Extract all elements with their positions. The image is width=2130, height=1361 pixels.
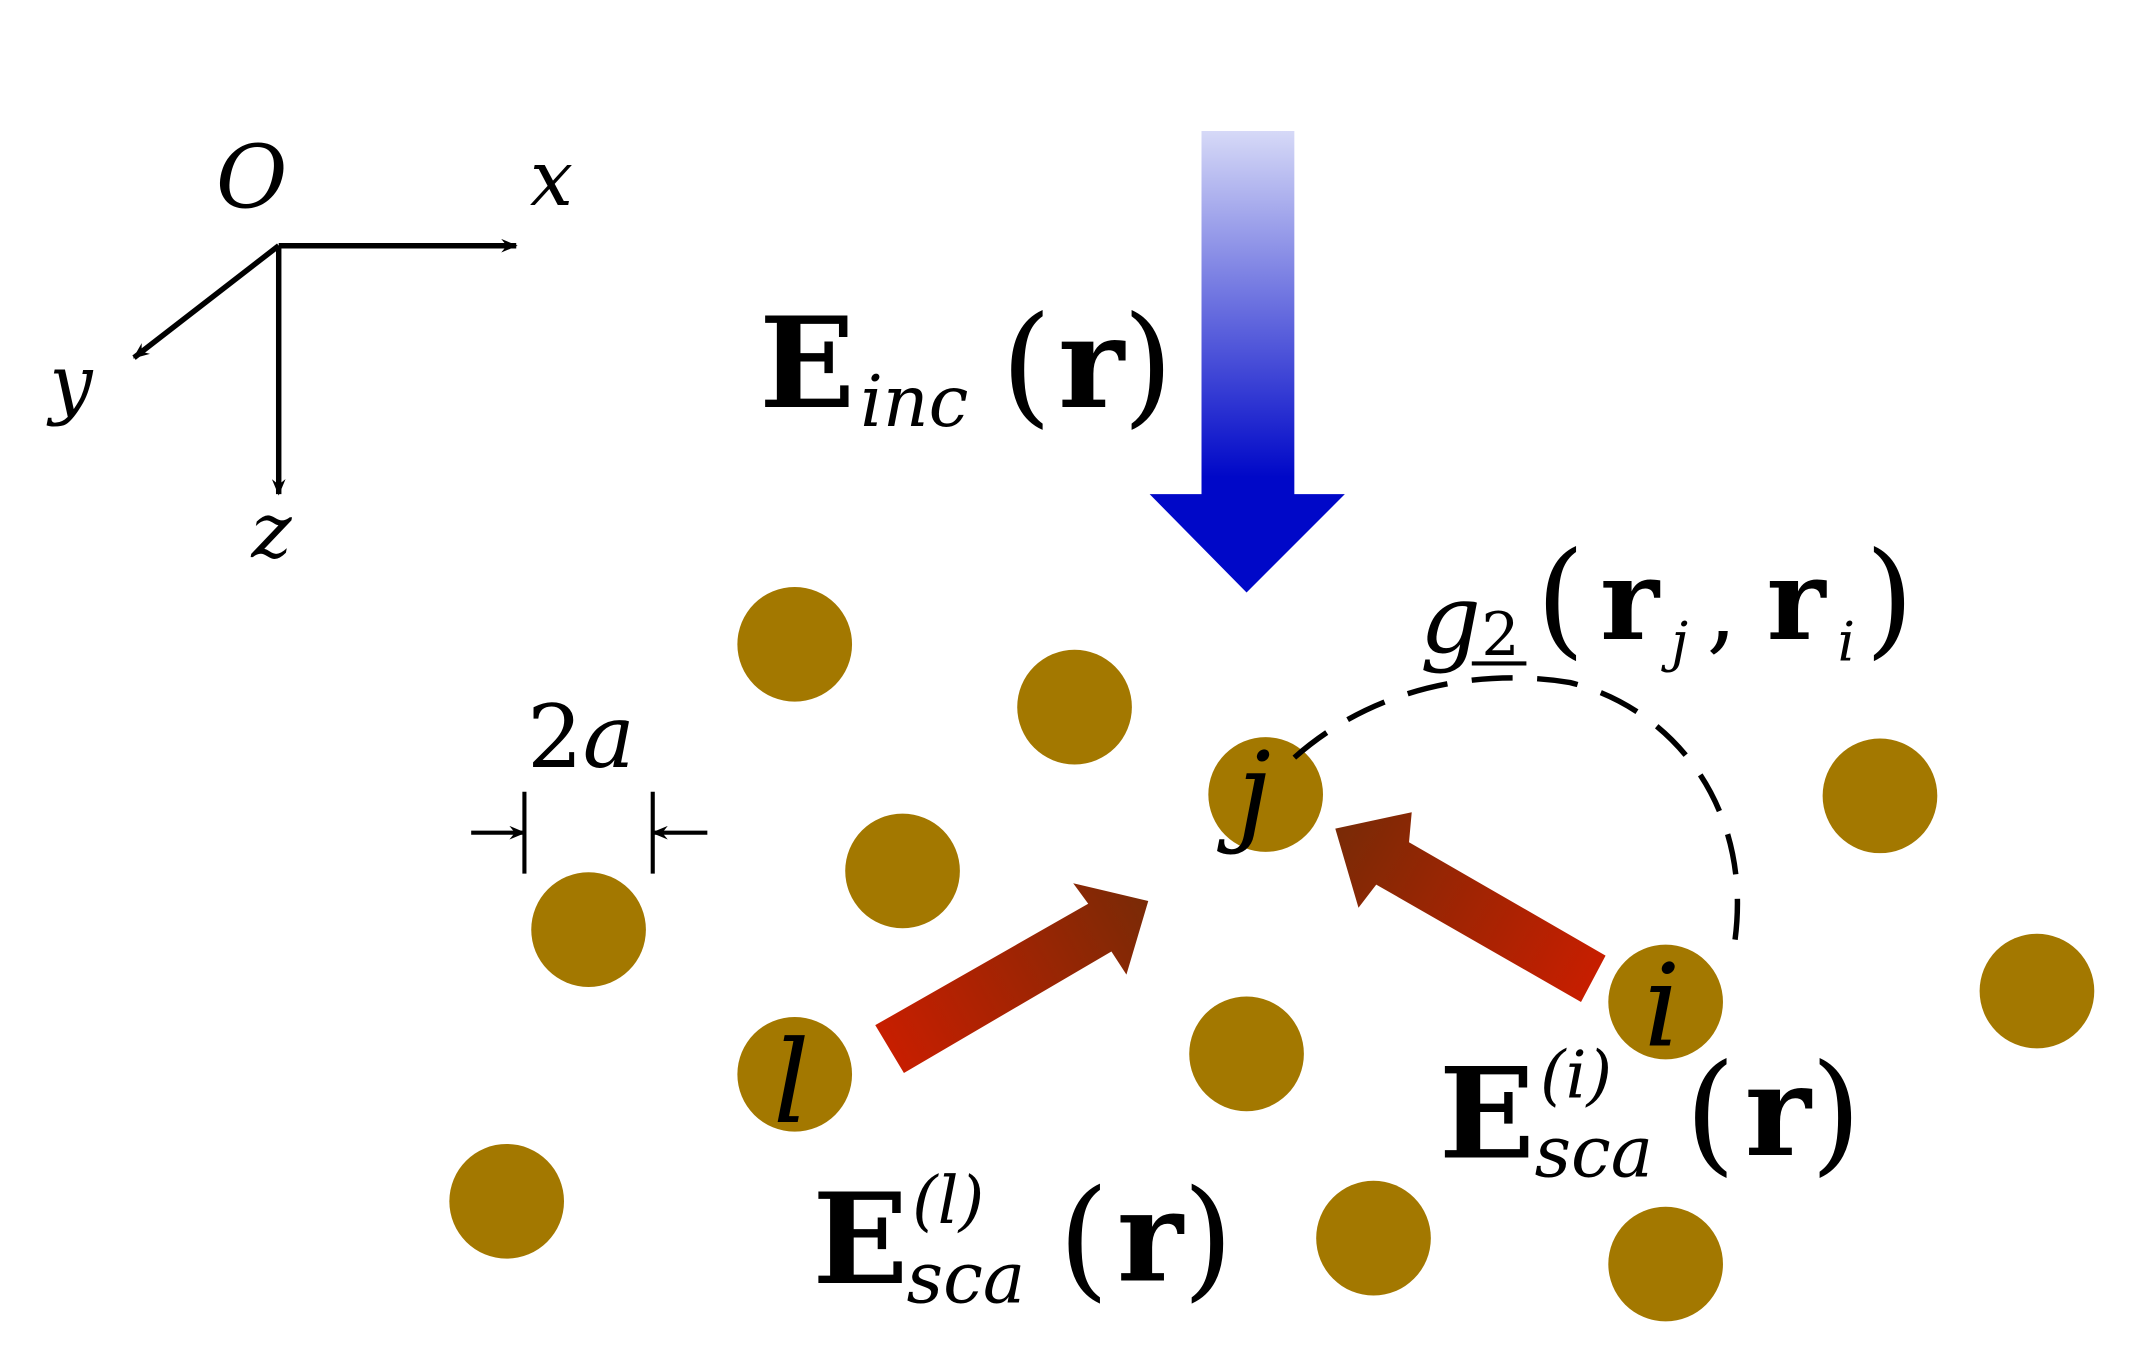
svg-text:sca: sca [907, 1236, 1025, 1319]
y-axis-arrow [132, 243, 281, 360]
svg-text:r: r [1745, 1037, 1813, 1185]
svg-text:(: ( [1001, 288, 1052, 441]
pair-correlation-label: g 2 ( r j , r i ) [1420, 525, 1914, 676]
coordinate-axes: O x y z [46, 126, 573, 575]
svg-text:r: r [1058, 289, 1126, 437]
svg-text:E: E [812, 1165, 908, 1313]
particle-i [1608, 944, 1723, 1060]
svg-text:i: i [1838, 610, 1855, 674]
particle [531, 872, 646, 987]
particle [1316, 1180, 1431, 1296]
svg-text:(: ( [1536, 525, 1585, 672]
particle [737, 586, 853, 702]
svg-text:E: E [759, 289, 855, 437]
diameter-label: 2a [527, 686, 635, 788]
svg-text:inc: inc [860, 360, 968, 443]
origin-label: O [216, 126, 288, 228]
svg-text:(: ( [1685, 1036, 1736, 1189]
diameter-marker: 2a [471, 686, 708, 874]
svg-text:E: E [1439, 1040, 1535, 1188]
particle-j [1208, 737, 1324, 852]
particle [1017, 649, 1132, 765]
svg-text:sca: sca [1535, 1111, 1653, 1194]
particles [449, 586, 2095, 1322]
svg-text:): ) [1182, 1161, 1233, 1314]
svg-text:r: r [1600, 535, 1661, 666]
svg-text:): ) [1865, 525, 1914, 672]
z-axis-label: z [250, 487, 292, 576]
svg-text:(: ( [1058, 1161, 1109, 1314]
particle [1822, 738, 1938, 854]
particle [845, 813, 960, 929]
svg-text:): ) [1122, 288, 1173, 441]
particle [1608, 1206, 1723, 1322]
scattered-field-label-i: E (i) sca ( r ) [1439, 1036, 1861, 1194]
svg-text:(i): (i) [1540, 1038, 1612, 1114]
particle-label-l: l [773, 1017, 810, 1150]
pair-correlation-arc [1292, 675, 1741, 963]
particle [449, 1143, 565, 1259]
scattered-arrow-from-i [1335, 812, 1606, 1002]
svg-text:r: r [1117, 1162, 1185, 1310]
incident-field-label: E inc ( r ) [759, 288, 1173, 443]
svg-text:,: , [1707, 553, 1737, 665]
x-axis-label: x [530, 135, 573, 224]
svg-text:j: j [1661, 610, 1688, 674]
y-axis-label: y [46, 340, 93, 429]
particle-l [737, 1016, 853, 1132]
svg-text:(l): (l) [912, 1163, 984, 1239]
scattered-arrow-from-l [875, 883, 1149, 1073]
particle [1979, 933, 2095, 1049]
svg-text:): ) [1810, 1036, 1861, 1189]
incident-arrow [1149, 131, 1345, 593]
svg-text:g: g [1420, 564, 1481, 676]
particle [1189, 996, 1304, 1112]
particle-label-i: i [1644, 941, 1681, 1074]
scattered-field-label-l: E (l) sca ( r ) [812, 1161, 1233, 1319]
svg-text:2: 2 [1481, 600, 1519, 670]
svg-text:r: r [1767, 535, 1828, 666]
